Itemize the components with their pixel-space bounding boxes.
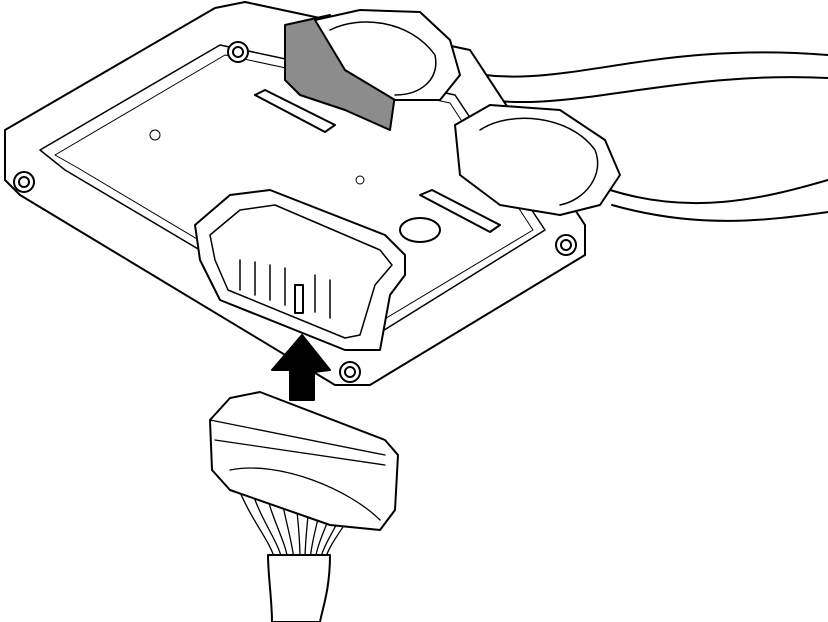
- top-connector-1: [314, 9, 461, 101]
- mounting-hole: [18, 176, 30, 188]
- ecu-receptacle: [194, 189, 406, 351]
- wire-harness-plug: [209, 391, 399, 622]
- mounting-hole: [344, 366, 356, 378]
- cable-sheath: [267, 554, 331, 622]
- guide-pin: [294, 284, 304, 314]
- round-boss: [399, 217, 441, 243]
- mounting-hole: [560, 239, 572, 251]
- mounting-hole: [232, 46, 244, 58]
- slot: [419, 189, 501, 233]
- slot: [254, 89, 336, 133]
- insert-direction-arrow-icon: [271, 334, 331, 401]
- connector-pins: [239, 259, 331, 319]
- top-connector-2: [454, 104, 621, 216]
